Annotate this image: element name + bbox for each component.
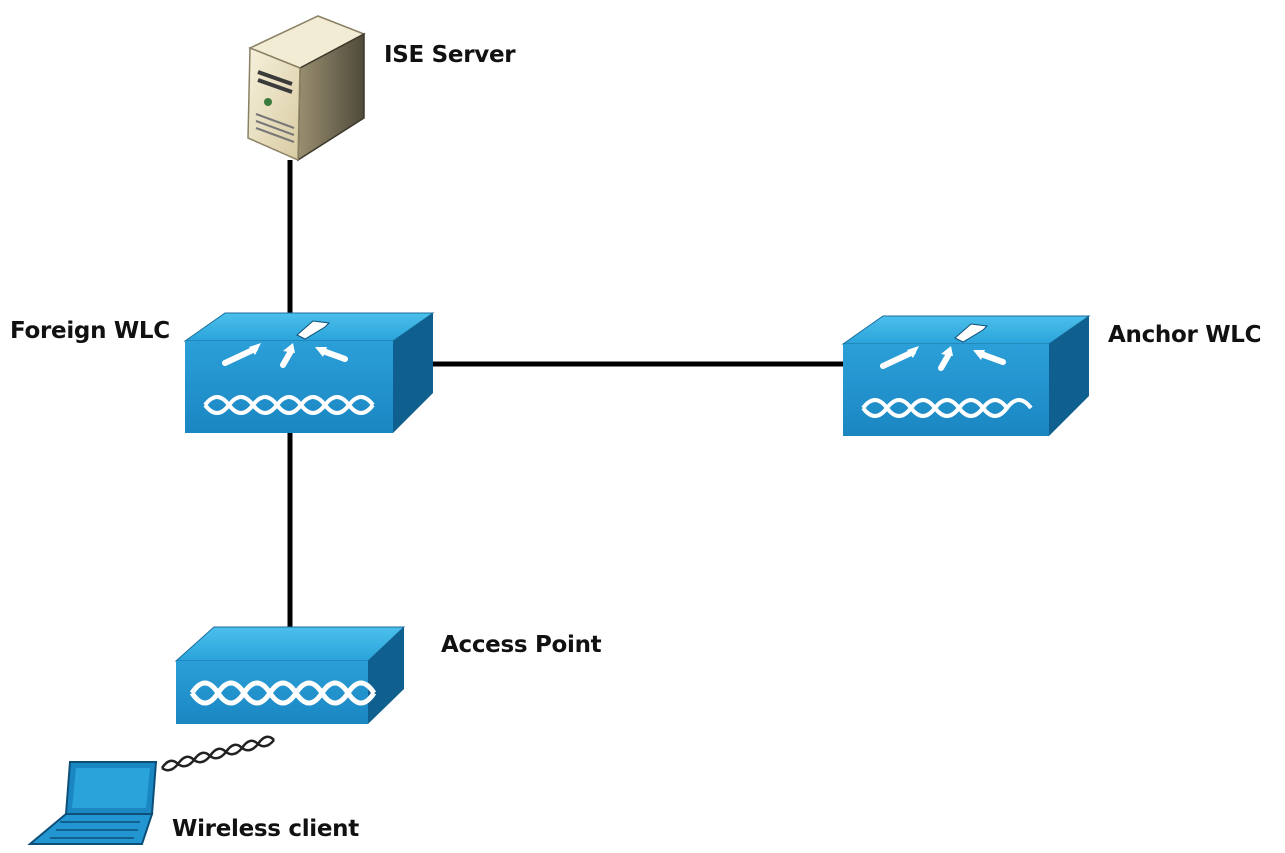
access-point-icon <box>174 626 406 724</box>
access-point-label: Access Point <box>441 632 602 658</box>
wireless-client-label: Wireless client <box>172 816 359 842</box>
foreign-wlc-label: Foreign WLC <box>10 318 170 344</box>
wlc-icon <box>183 312 435 433</box>
anchor-wlc-label: Anchor WLC <box>1108 322 1262 348</box>
server-icon <box>247 15 366 162</box>
ise-server-label: ISE Server <box>384 42 516 68</box>
wireless-link <box>160 735 275 772</box>
wlc-icon <box>841 315 1091 436</box>
laptop-icon <box>27 761 158 845</box>
